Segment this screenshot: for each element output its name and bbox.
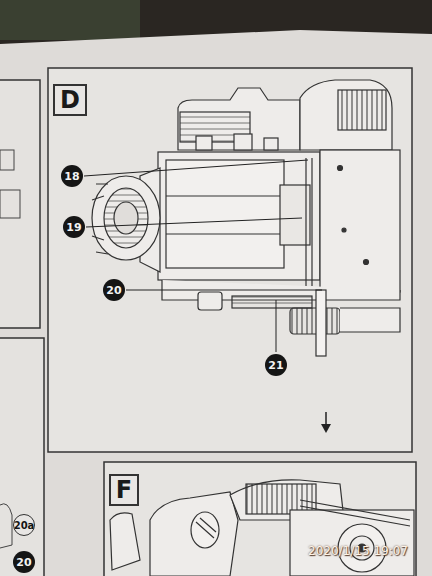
part-sketch: [0, 504, 12, 548]
panel-frame: [0, 80, 40, 328]
leader-line: [84, 160, 322, 352]
callout-number: 19: [63, 216, 85, 238]
callout-number: 18: [61, 165, 83, 187]
panel-letter: F: [109, 474, 139, 506]
panel-frame: [48, 68, 412, 452]
panel-frame: [104, 462, 416, 576]
callout-number: 20a: [13, 514, 35, 536]
part-sketch: [0, 190, 20, 218]
machine-drawing: [110, 480, 414, 576]
photo-timestamp: 2020/1/15 19:07: [308, 544, 408, 558]
callout-number: 20: [103, 279, 125, 301]
machine-drawing: [92, 80, 400, 356]
photo-object: [0, 0, 140, 40]
direction-arrow: [321, 412, 331, 433]
callout-number: 21: [265, 354, 287, 376]
callout-number: 20: [13, 551, 35, 573]
panel-frame: [0, 338, 44, 576]
part-sketch: [0, 150, 14, 170]
panel-letter: D: [53, 84, 87, 116]
